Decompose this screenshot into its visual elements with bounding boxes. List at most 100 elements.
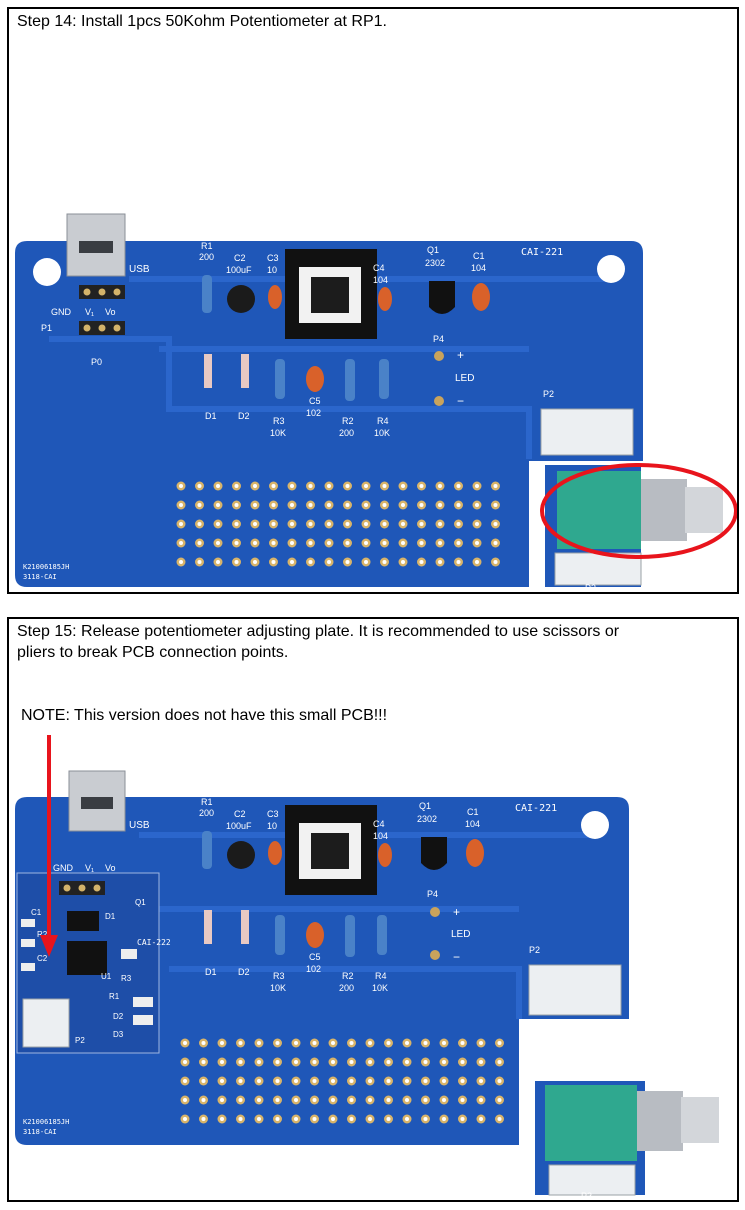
diode-d2	[241, 910, 249, 944]
r2-label: R2	[342, 416, 354, 426]
proto-hole-center	[456, 560, 461, 564]
small-model-label: CAI-222	[137, 938, 171, 947]
c3-label: C3	[267, 253, 279, 263]
capacitor-c5	[306, 922, 324, 948]
proto-hole-center	[419, 560, 424, 564]
gnd-label: GND	[51, 307, 72, 317]
proto-hole-center	[438, 541, 442, 545]
diode-d1	[204, 354, 212, 388]
proto-hole-center	[493, 522, 498, 526]
proto-hole-center	[368, 1060, 372, 1064]
c5-value: 102	[306, 964, 321, 974]
led-plus-label: +	[457, 348, 464, 362]
resistor-r3	[275, 915, 285, 955]
proto-hole-center	[216, 560, 220, 564]
proto-hole-center	[294, 1060, 298, 1064]
capacitor-c2	[227, 285, 255, 313]
d2-label: D2	[238, 967, 250, 977]
c3-value: 10	[267, 821, 277, 831]
proto-hole-center	[271, 484, 276, 488]
proto-hole-center	[312, 1060, 317, 1064]
proto-hole-center	[179, 484, 183, 488]
proto-hole-center	[349, 1079, 354, 1083]
proto-hole-center	[405, 1117, 409, 1121]
proto-hole-center	[294, 1117, 298, 1121]
vo-label: Vo	[105, 863, 116, 873]
proto-hole-center	[401, 484, 405, 488]
proto-hole-center	[368, 1117, 372, 1121]
proto-hole-center	[368, 1098, 372, 1102]
proto-hole-center	[438, 522, 442, 526]
capacitor-c3	[268, 841, 282, 865]
proto-hole-center	[220, 1117, 224, 1121]
proto-hole-center	[308, 503, 313, 507]
c4-label: C4	[373, 819, 385, 829]
proto-hole-center	[419, 522, 424, 526]
capacitor-c5	[306, 366, 324, 392]
proto-hole-center	[271, 503, 276, 507]
proto-hole-center	[238, 1041, 243, 1045]
proto-hole-center	[201, 1098, 206, 1102]
proto-hole-center	[382, 541, 387, 545]
proto-hole-center	[238, 1117, 243, 1121]
proto-hole-center	[275, 1041, 280, 1045]
mount-hole	[33, 258, 61, 286]
proto-hole-center	[438, 503, 442, 507]
proto-hole-center	[423, 1079, 428, 1083]
proto-hole-center	[201, 1117, 206, 1121]
ic-chip	[311, 833, 349, 869]
potentiometer-shaft	[641, 479, 687, 541]
capacitor-c2	[227, 841, 255, 869]
proto-hole-center	[364, 484, 368, 488]
proto-hole-center	[401, 503, 405, 507]
proto-hole-center	[386, 1079, 391, 1083]
r3-label: R3	[273, 416, 285, 426]
resistor-r4	[379, 359, 389, 399]
proto-hole-center	[479, 1060, 483, 1064]
board-code-2: 3118-CAI	[23, 1128, 57, 1136]
small-pcb-ic	[67, 941, 107, 975]
proto-hole-center	[327, 541, 331, 545]
transistor-q1	[429, 281, 455, 314]
small-p2-label: P2	[75, 1036, 85, 1045]
step15-caption-line1: Step 15: Release potentiometer adjusting…	[17, 623, 620, 640]
proto-hole-center	[312, 1079, 317, 1083]
proto-hole-center	[234, 541, 239, 545]
proto-hole-center	[382, 503, 387, 507]
proto-hole-center	[345, 541, 350, 545]
proto-hole-center	[183, 1041, 187, 1045]
c2-label: C2	[234, 253, 246, 263]
proto-hole-center	[238, 1060, 243, 1064]
proto-hole-center	[275, 1117, 280, 1121]
proto-hole-center	[493, 560, 498, 564]
proto-hole-center	[349, 1041, 354, 1045]
v1-label: V₁	[85, 307, 94, 317]
small-r1-label: R1	[109, 992, 120, 1001]
proto-hole-center	[345, 522, 350, 526]
proto-hole-center	[442, 1079, 446, 1083]
resistor-r2	[345, 359, 355, 401]
p0-label: P0	[91, 357, 102, 367]
proto-hole-center	[275, 1079, 280, 1083]
proto-hole-center	[423, 1117, 428, 1121]
proto-hole-center	[419, 503, 424, 507]
proto-hole-center	[201, 1041, 206, 1045]
ic-chip	[311, 277, 349, 313]
small-d3-label: D3	[113, 1030, 124, 1039]
c2-value: 100uF	[226, 821, 252, 831]
proto-hole-center	[497, 1060, 502, 1064]
proto-hole-center	[179, 541, 183, 545]
proto-hole-center	[312, 1117, 317, 1121]
connector-p2	[528, 964, 622, 1016]
c1-label: C1	[467, 807, 479, 817]
proto-hole-center	[405, 1098, 409, 1102]
proto-hole-center	[456, 484, 461, 488]
proto-hole-center	[257, 1117, 261, 1121]
proto-hole-center	[456, 522, 461, 526]
proto-hole-center	[442, 1041, 446, 1045]
proto-hole-center	[349, 1098, 354, 1102]
c5-value: 102	[306, 408, 321, 418]
proto-hole-grid	[180, 1038, 504, 1124]
proto-hole-center	[497, 1117, 502, 1121]
c5-label: C5	[309, 952, 321, 962]
